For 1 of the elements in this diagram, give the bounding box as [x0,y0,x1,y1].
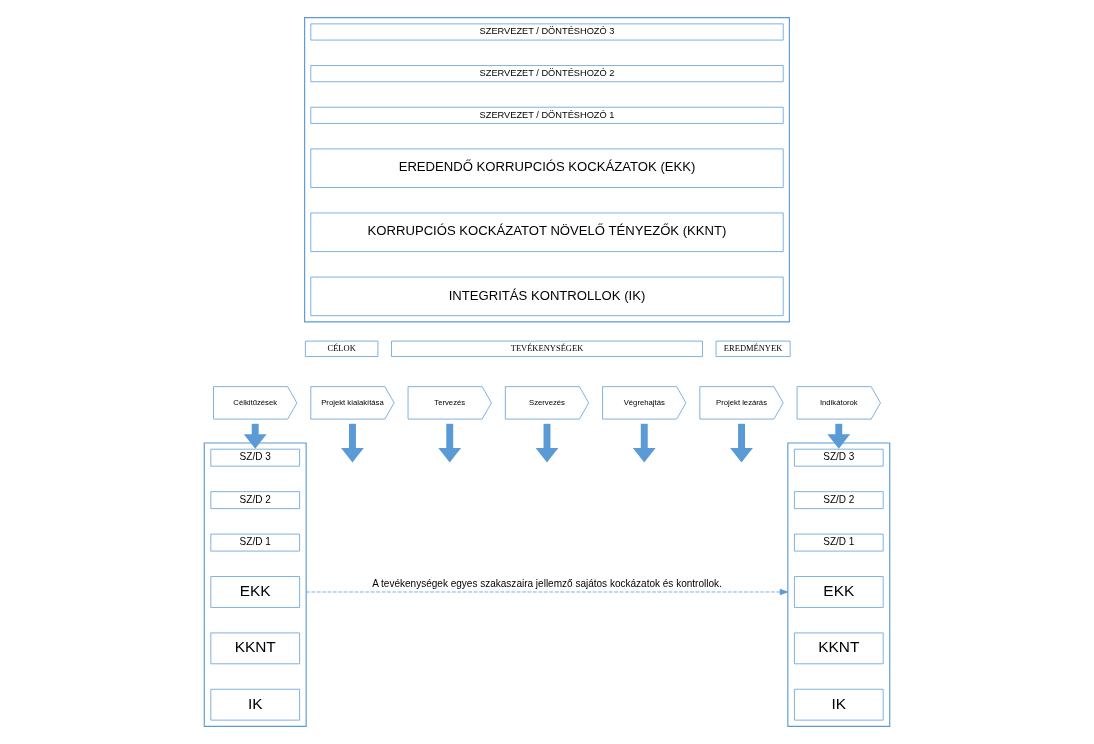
edge-label: A tevékenységek egyes szakaszaira jellemző sajátos kockázatok és kontrollok. [372,577,722,589]
